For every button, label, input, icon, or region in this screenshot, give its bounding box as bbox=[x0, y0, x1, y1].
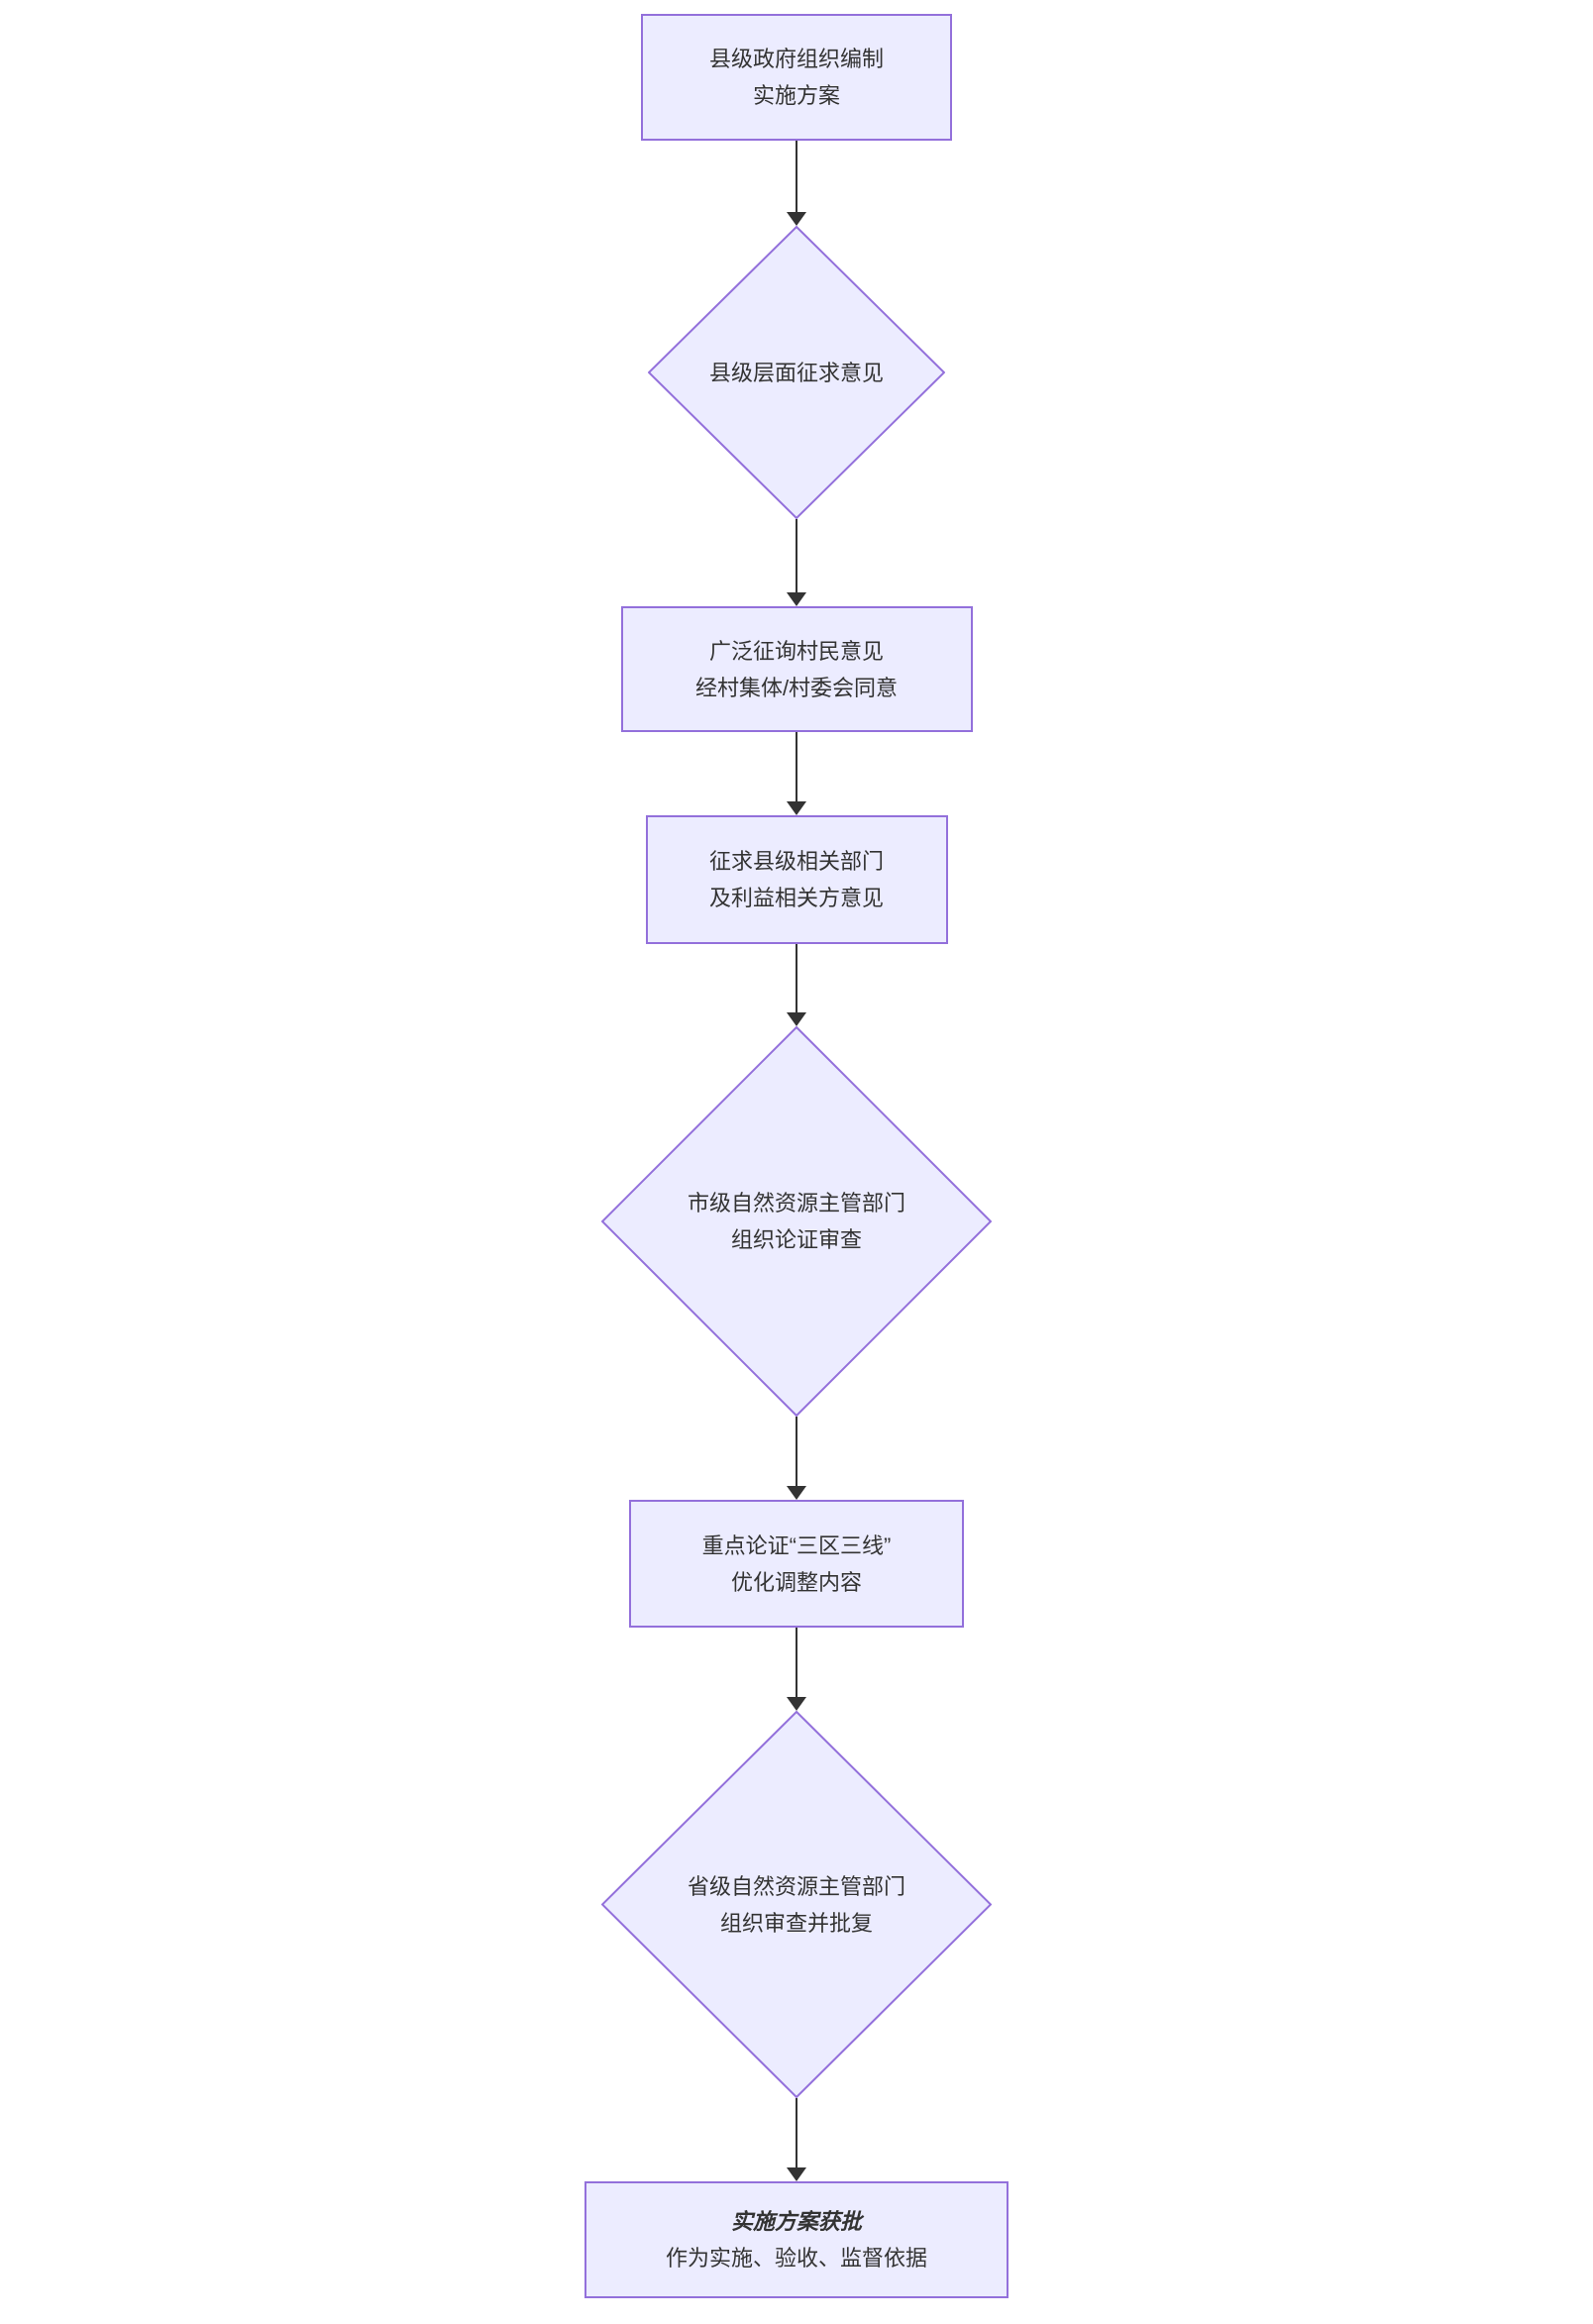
flow-arrow bbox=[787, 519, 806, 606]
node-county-plan-drafting: 县级政府组织编制 实施方案 bbox=[641, 14, 952, 141]
node-text-line: 实施方案 bbox=[752, 83, 840, 108]
diamond-shape bbox=[648, 226, 945, 519]
diamond-shape bbox=[601, 1711, 992, 2098]
node-text-line: 征求县级相关部门 bbox=[708, 849, 884, 874]
node-text-line: 县级政府组织编制 bbox=[708, 47, 884, 71]
node-text-line: 重点论证“三区三线” bbox=[701, 1532, 892, 1558]
flow-arrow bbox=[787, 944, 806, 1026]
node-text-line: 优化调整内容 bbox=[730, 1569, 862, 1595]
arrow-line bbox=[796, 141, 797, 212]
node-text-line: 县级层面征求意见 bbox=[708, 360, 884, 385]
node-city-review-decision: 市级自然资源主管部门 组织论证审查 bbox=[601, 1026, 992, 1417]
flowchart: 县级政府组织编制 实施方案 县级层面征求意见 广泛征询村民意见 经村集体/村委会… bbox=[584, 0, 1009, 2298]
arrow-line bbox=[796, 1417, 797, 1486]
arrowhead-down-icon bbox=[787, 1012, 806, 1026]
node-province-review-decision: 省级自然资源主管部门 组织审查并批复 bbox=[601, 1711, 992, 2098]
flow-arrow bbox=[787, 141, 806, 226]
arrowhead-down-icon bbox=[787, 2167, 806, 2181]
node-county-departments-opinion: 征求县级相关部门 及利益相关方意见 bbox=[645, 815, 948, 944]
node-plan-approved: 实施方案获批 作为实施、验收、监督依据 bbox=[584, 2181, 1009, 2298]
node-three-zones-three-lines-review: 重点论证“三区三线” 优化调整内容 bbox=[629, 1500, 964, 1628]
node-text-line: 市级自然资源主管部门 bbox=[687, 1191, 905, 1215]
arrowhead-down-icon bbox=[787, 1486, 806, 1500]
node-text-line: 省级自然资源主管部门 bbox=[687, 1873, 905, 1899]
arrow-line bbox=[796, 519, 797, 592]
flow-arrow bbox=[787, 2098, 806, 2181]
node-text-line-emphasis: 实施方案获批 bbox=[730, 2209, 862, 2234]
node-text-line: 组织论证审查 bbox=[730, 1227, 862, 1252]
node-text-line: 广泛征询村民意见 bbox=[708, 638, 884, 664]
arrow-line bbox=[796, 2098, 797, 2167]
flow-arrow bbox=[787, 1417, 806, 1500]
arrowhead-down-icon bbox=[787, 212, 806, 226]
node-text-line: 经村集体/村委会同意 bbox=[694, 675, 899, 700]
arrowhead-down-icon bbox=[787, 801, 806, 815]
node-text-line: 作为实施、验收、监督依据 bbox=[665, 2246, 927, 2271]
arrowhead-down-icon bbox=[787, 1697, 806, 1711]
arrow-line bbox=[796, 1628, 797, 1697]
arrowhead-down-icon bbox=[787, 592, 806, 606]
node-county-opinion-decision: 县级层面征求意见 bbox=[648, 226, 945, 519]
diamond-shape bbox=[601, 1026, 992, 1417]
flow-arrow bbox=[787, 1628, 806, 1711]
node-text-line: 及利益相关方意见 bbox=[708, 886, 884, 910]
arrow-line bbox=[796, 944, 797, 1012]
node-villager-consultation: 广泛征询村民意见 经村集体/村委会同意 bbox=[620, 606, 973, 732]
arrow-line bbox=[796, 732, 797, 801]
flow-arrow bbox=[787, 732, 806, 815]
node-text-line: 组织审查并批复 bbox=[719, 1910, 873, 1936]
